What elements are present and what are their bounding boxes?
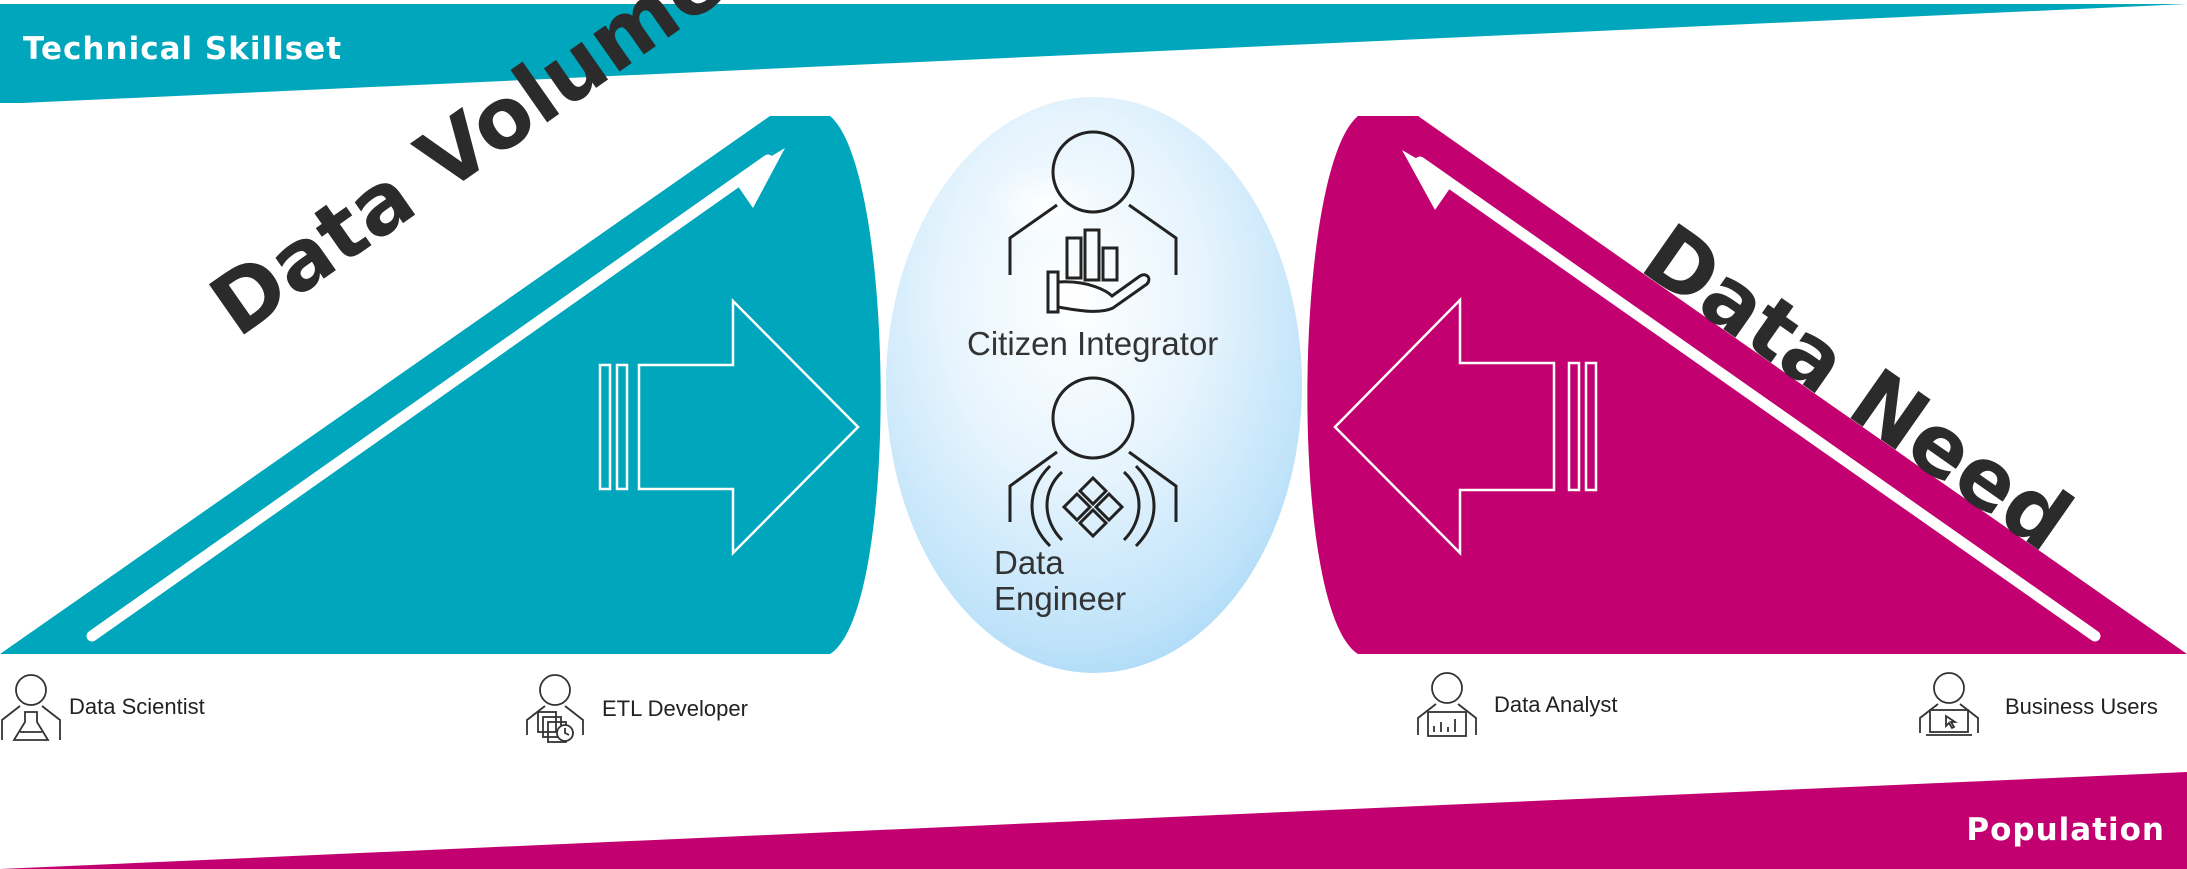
- business-user-laptop-icon: [1919, 672, 1979, 736]
- right-panel-shape: [1307, 116, 2187, 654]
- center-egg-highlight: [985, 165, 1105, 245]
- scientist-flask-icon: [1, 674, 61, 741]
- bottom-banner: [0, 772, 2187, 869]
- etl-developer-label: ETL Developer: [602, 696, 748, 721]
- network-person-icon: [1008, 376, 1178, 548]
- citizen-integrator-label: Citizen Integrator: [967, 325, 1219, 362]
- bottom-banner-label: Population: [1966, 812, 2165, 848]
- data-engineer-label-line2: Engineer: [994, 580, 1127, 617]
- right-diagonal-arrow: [1402, 150, 2101, 642]
- business-users-label: Business Users: [2005, 694, 2158, 719]
- left-diagonal-arrow: [86, 148, 785, 642]
- data-scientist-label: Data Scientist: [69, 694, 205, 719]
- top-banner-label: Technical Skillset: [23, 31, 343, 67]
- data-engineer-label: Data Engineer: [994, 545, 1126, 617]
- etl-developer-icon: [526, 674, 584, 743]
- analyst-chart-icon: [1417, 672, 1477, 737]
- top-banner: [0, 4, 2187, 103]
- right-block-arrow-icon: [1333, 296, 1598, 557]
- hand-chart-person-icon: [1008, 130, 1178, 314]
- data-engineer-label-line1: Data: [994, 544, 1064, 581]
- center-egg: [886, 97, 1302, 673]
- data-analyst-label: Data Analyst: [1494, 692, 1618, 717]
- left-block-arrow-icon: [598, 297, 860, 557]
